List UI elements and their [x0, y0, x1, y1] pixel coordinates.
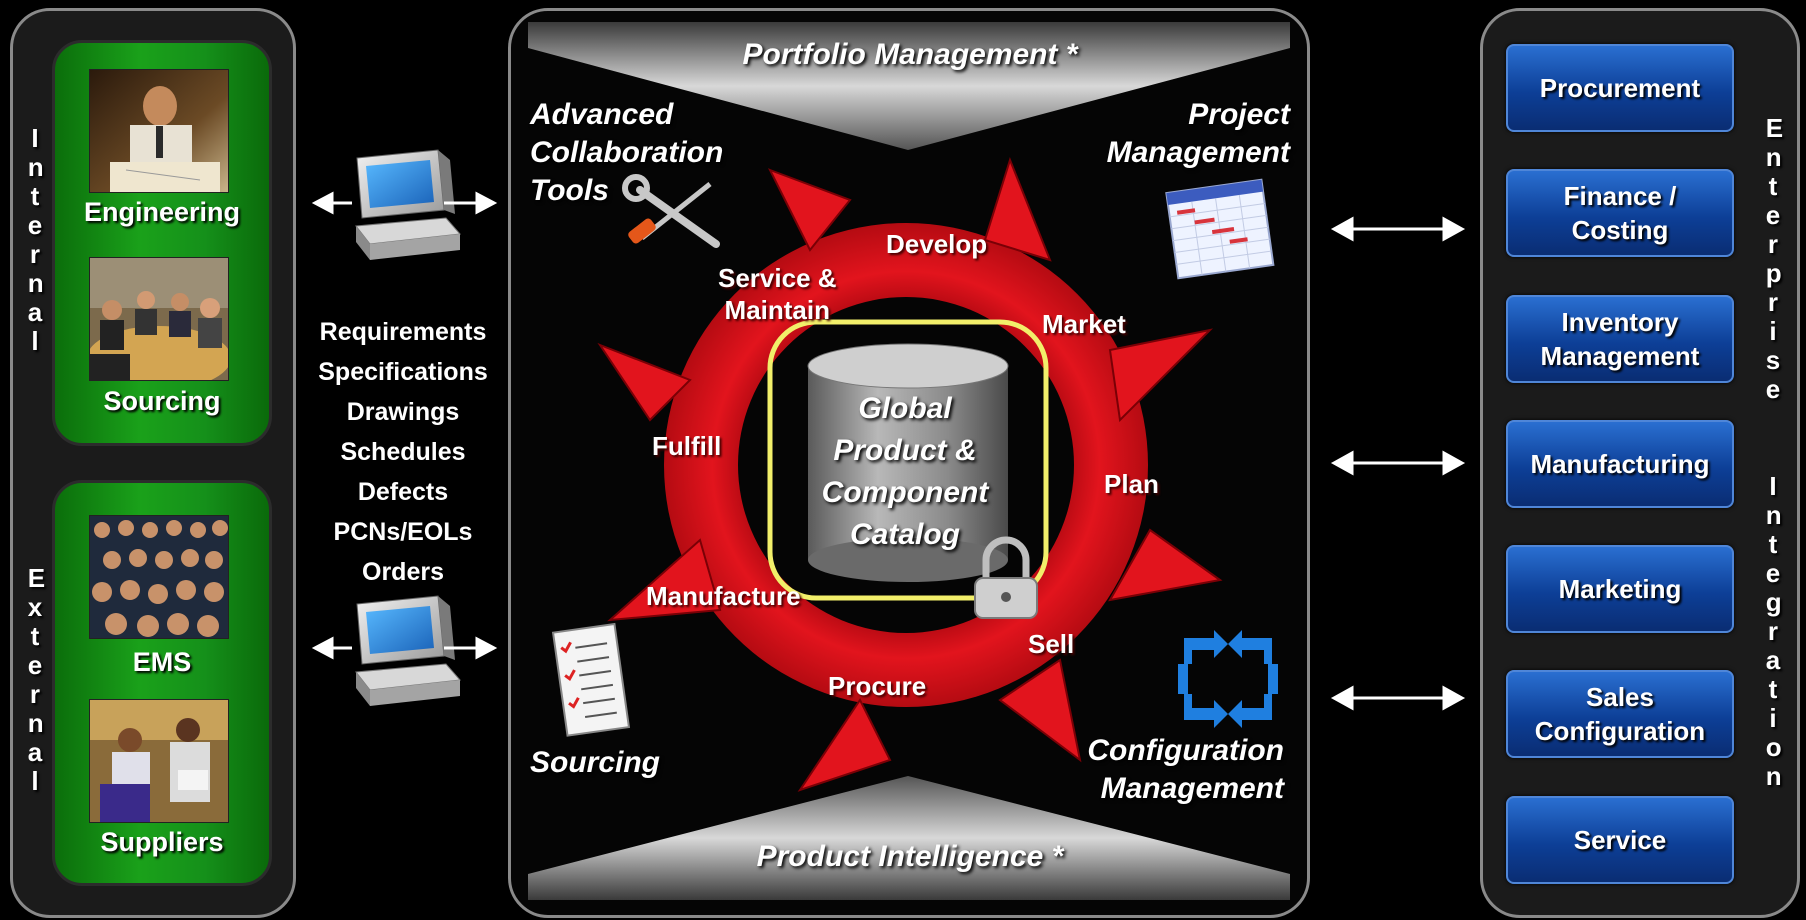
- catalog-line: Global: [858, 392, 952, 425]
- bidirectional-arrow-icon: [311, 636, 498, 660]
- external-vertical-text: External: [27, 563, 46, 796]
- portfolio-management-banner: Portfolio Management *: [742, 38, 1078, 71]
- meeting-photo-graphic: [90, 258, 228, 380]
- engineer-photo-graphic: [90, 70, 228, 192]
- stage-market: Market: [1042, 309, 1126, 339]
- data-flow-item: Specifications: [318, 358, 488, 386]
- config-mgmt-line: Configuration: [1087, 734, 1284, 767]
- module-line: Costing: [1571, 215, 1669, 245]
- suppliers-label: Suppliers: [100, 827, 224, 857]
- bidirectional-arrow-icon: [1330, 685, 1466, 711]
- data-flow-item: Requirements: [319, 318, 487, 346]
- module-manufacturing[interactable]: Manufacturing: [1506, 420, 1734, 508]
- collaboration-line: Collaboration: [530, 136, 724, 169]
- engineer-photo: [89, 69, 229, 193]
- data-flow-item: Orders: [362, 558, 444, 586]
- crowd-photo: [89, 515, 229, 639]
- data-flow-item: PCNs/EOLs: [333, 518, 473, 546]
- configuration-management-label: Configuration Management: [1040, 732, 1284, 808]
- integration-vertical-label: Integration: [1758, 472, 1788, 791]
- ems-label: EMS: [132, 647, 192, 677]
- collaboration-line: Tools: [530, 174, 609, 207]
- stage-sell: Sell: [1028, 629, 1075, 659]
- service-line: Maintain: [724, 295, 830, 325]
- global-catalog-label: Global Product & Component Catalog: [800, 388, 1010, 556]
- stage-fulfill: Fulfill: [652, 431, 722, 461]
- stage-service-maintain: Service & Maintain: [718, 262, 837, 326]
- data-flow-list: Requirements Specifications Drawings Sch…: [300, 312, 506, 592]
- module-line: Sales: [1586, 682, 1654, 712]
- bidirectional-arrow-icon: [1330, 450, 1466, 476]
- external-vertical-label: External: [20, 564, 50, 796]
- module-inventory-management[interactable]: Inventory Management: [1506, 295, 1734, 383]
- enterprise-vertical-text: Enterprise: [1765, 113, 1784, 404]
- config-mgmt-line: Management: [1100, 772, 1284, 805]
- module-line: Service: [1573, 825, 1667, 855]
- module-line: Inventory: [1561, 307, 1679, 337]
- integration-vertical-text: Integration: [1765, 471, 1782, 791]
- module-sales-configuration[interactable]: Sales Configuration: [1506, 670, 1734, 758]
- catalog-line: Catalog: [849, 518, 960, 551]
- enterprise-vertical-label: Enterprise: [1758, 114, 1788, 404]
- stage-procure: Procure: [828, 671, 927, 701]
- computer-icon: [355, 149, 462, 260]
- bidirectional-arrow-icon: [311, 191, 498, 215]
- catalog-line: Product &: [833, 434, 977, 467]
- module-service[interactable]: Service: [1506, 796, 1734, 884]
- product-intelligence-banner: Product Intelligence *: [756, 840, 1064, 873]
- sourcing-internal-label: Sourcing: [103, 386, 221, 416]
- workers-photo-graphic: [90, 700, 228, 822]
- module-line: Manufacturing: [1530, 449, 1710, 479]
- internal-vertical-label: Internal: [20, 124, 50, 356]
- module-procurement[interactable]: Procurement: [1506, 44, 1734, 132]
- data-flow-item: Drawings: [346, 398, 460, 426]
- stage-develop: Develop: [886, 229, 988, 259]
- data-flow-item: Schedules: [340, 438, 466, 466]
- catalog-line: Component: [821, 476, 989, 509]
- module-line: Management: [1540, 341, 1700, 371]
- meeting-photo: [89, 257, 229, 381]
- project-mgmt-line: Management: [1106, 136, 1290, 169]
- computer-icon: [355, 595, 462, 706]
- bidirectional-arrow-icon: [1330, 216, 1466, 242]
- sourcing-center-label: Sourcing: [530, 746, 661, 779]
- project-management-label: Project Management: [1050, 96, 1290, 172]
- stage-plan: Plan: [1104, 469, 1159, 499]
- service-line: Service &: [718, 263, 837, 293]
- module-line: Configuration: [1534, 716, 1706, 746]
- internal-group: Engineering Sourcing: [52, 40, 272, 446]
- project-mgmt-line: Project: [1188, 98, 1290, 131]
- module-finance-costing[interactable]: Finance / Costing: [1506, 169, 1734, 257]
- engineering-label: Engineering: [83, 197, 240, 227]
- module-line: Finance /: [1563, 181, 1677, 211]
- external-group: EMS Suppliers: [52, 480, 272, 886]
- module-line: Marketing: [1558, 574, 1682, 604]
- internal-vertical-text: Internal: [27, 123, 44, 356]
- collaboration-tools-label: Advanced Collaboration Tools: [530, 96, 723, 210]
- data-flow-item: Defects: [357, 478, 449, 506]
- workers-photo: [89, 699, 229, 823]
- module-marketing[interactable]: Marketing: [1506, 545, 1734, 633]
- module-line: Procurement: [1539, 73, 1701, 103]
- collaboration-line: Advanced: [530, 98, 674, 131]
- stage-manufacture: Manufacture: [646, 581, 801, 611]
- crowd-photo-graphic: [90, 516, 228, 638]
